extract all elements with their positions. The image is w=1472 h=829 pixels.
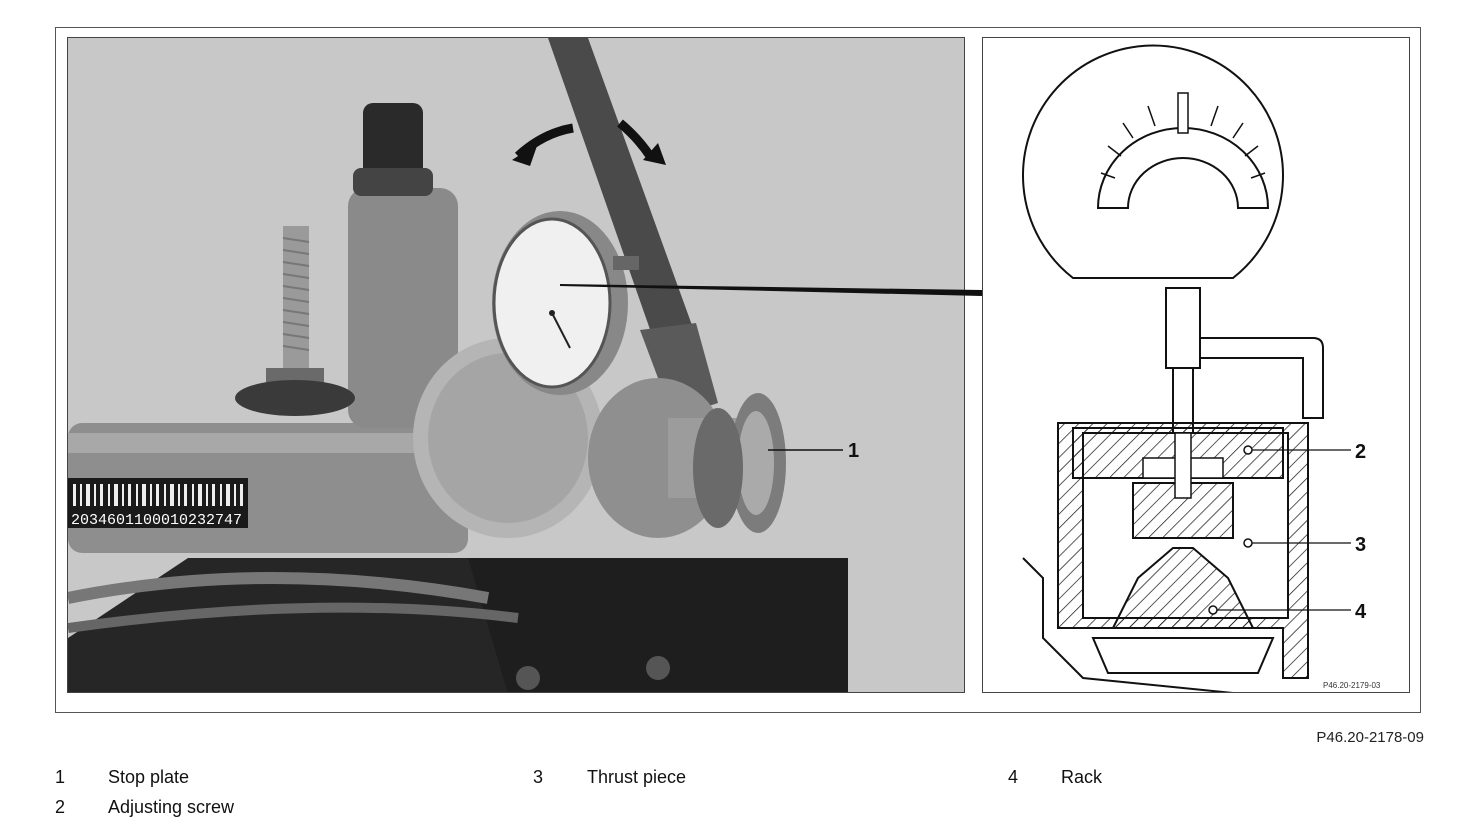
legend-number-4: 4 [1008,767,1019,787]
cross-section-detail: 2 3 4 P46.20-2179-03 [982,37,1410,693]
gauge-leader-line [560,284,982,296]
legend-number-2: 2 [55,797,66,817]
legend-label-adjusting-screw: Adjusting screw [108,797,235,817]
legend-label-thrust-piece: Thrust piece [587,767,687,787]
barcode-text: 2034601100010232747 [71,512,242,529]
steering-gear-photo: 2034601100010232747 1 [67,37,965,693]
legend-number-3: 3 [533,767,544,787]
callout-4: 4 [1355,601,1367,623]
legend-label-stop-plate: Stop plate [108,767,190,787]
detail-reference: P46.20-2179-03 [1323,681,1381,690]
legend-label-rack: Rack [1061,767,1103,787]
legend-number-1: 1 [55,767,66,787]
figure-frame [55,27,1421,713]
callout-2: 2 [1355,441,1366,463]
figure-reference: P46.20-2178-09 [1316,729,1424,746]
detail-drawing: 2 3 4 P46.20-2179-03 [1022,44,1381,692]
photo-illustration: 2034601100010232747 1 [68,38,964,692]
callout-1: 1 [848,440,859,462]
callout-3: 3 [1355,534,1366,556]
barcode-bars [73,484,243,506]
